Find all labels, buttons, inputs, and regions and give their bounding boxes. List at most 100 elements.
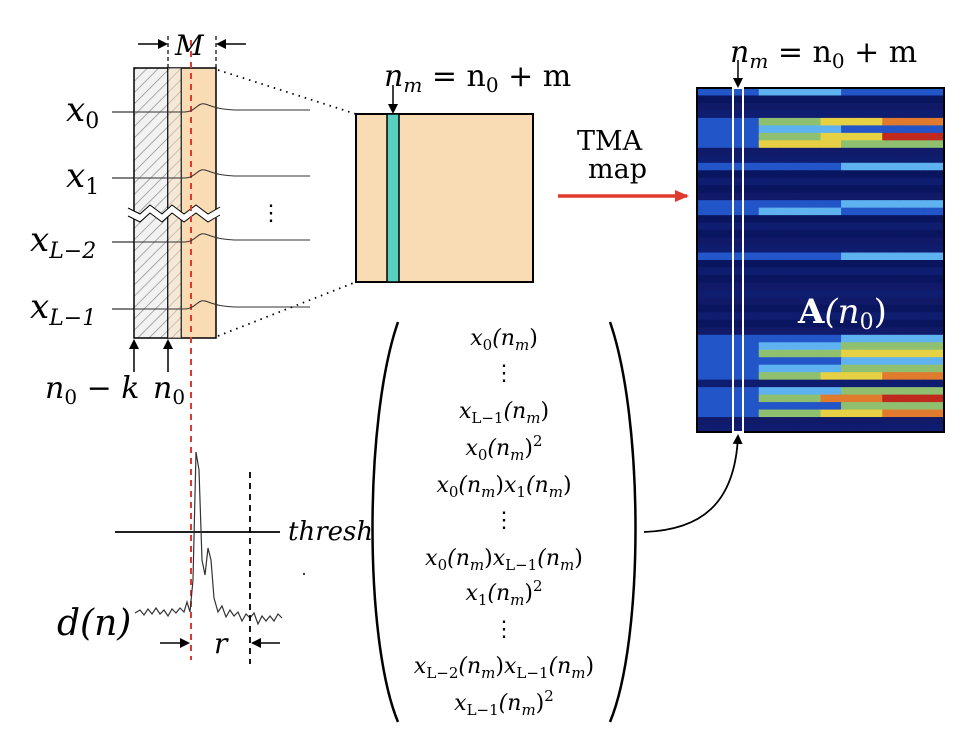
- heatmap-cell: [820, 402, 842, 411]
- heatmap-cell: [697, 200, 719, 209]
- heatmap-cell: [820, 132, 842, 141]
- heatmap-cell: [799, 364, 821, 373]
- heatmap-cell: [738, 132, 760, 141]
- heatmap-cell: [779, 409, 801, 418]
- heatmap-cell: [923, 125, 945, 134]
- heatmap-cell: [841, 342, 863, 351]
- vector-left-paren: [371, 321, 400, 723]
- heatmap-cell: [779, 274, 801, 283]
- heatmap-cell: [779, 394, 801, 403]
- heatmap-cell: [841, 185, 863, 194]
- heatmap-cell: [861, 342, 883, 351]
- heatmap-cell: [779, 312, 801, 321]
- heatmap-cell: [758, 304, 780, 313]
- heatmap-cell: [697, 409, 719, 418]
- heatmap-cell: [923, 387, 945, 396]
- heatmap-cell: [861, 185, 883, 194]
- heatmap-cell: [697, 170, 719, 179]
- heatmap-cell: [738, 357, 760, 366]
- heatmap-cell: [902, 349, 924, 358]
- heatmap-cell: [902, 200, 924, 209]
- heatmap-cell: [820, 297, 842, 306]
- heatmap-cell: [738, 222, 760, 231]
- label-x1: x1: [66, 156, 99, 200]
- heatmap-cell: [902, 95, 924, 104]
- heatmap-cell: [738, 117, 760, 126]
- heatmap-cell: [820, 372, 842, 381]
- heatmap-cell: [882, 304, 904, 313]
- heatmap-cell: [697, 192, 719, 201]
- heatmap-cell: [820, 364, 842, 373]
- heatmap-cell: [882, 267, 904, 276]
- heatmap-cell: [799, 289, 821, 298]
- heatmap-cell: [779, 424, 801, 433]
- heatmap-cell: [758, 162, 780, 171]
- heatmap-cell: [717, 379, 739, 388]
- heatmap-cell: [841, 110, 863, 119]
- heatmap-cell: [717, 387, 739, 396]
- heatmap-cell: [779, 200, 801, 209]
- heatmap-cell: [697, 252, 719, 261]
- heatmap-cell: [717, 364, 739, 373]
- heatmap-cell: [779, 387, 801, 396]
- heatmap-cell: [841, 222, 863, 231]
- heatmap-cell: [799, 222, 821, 231]
- heatmap-cell: [882, 95, 904, 104]
- heatmap-cell: [799, 409, 821, 418]
- vector-entry: x0(nm)2: [465, 432, 542, 464]
- heatmap-cell: [738, 237, 760, 246]
- heatmap-cell: [697, 312, 719, 321]
- heatmap-cell: [697, 125, 719, 134]
- heatmap-cell: [738, 349, 760, 358]
- heatmap-cell: [882, 207, 904, 216]
- heatmap-cell: [861, 327, 883, 336]
- heatmap-cell: [758, 215, 780, 224]
- heatmap-cell: [902, 110, 924, 119]
- heatmap-cell: [882, 357, 904, 366]
- heatmap-cell: [779, 215, 801, 224]
- heatmap-cell: [882, 162, 904, 171]
- heatmap-cell: [779, 88, 801, 96]
- heatmap-cell: [820, 260, 842, 268]
- heatmap-cell: [820, 409, 842, 418]
- heatmap-cell: [882, 192, 904, 201]
- break-mark: [128, 205, 220, 222]
- heatmap-cell: [799, 207, 821, 216]
- heatmap-cell: [841, 417, 863, 426]
- heatmap-cell: [841, 334, 863, 343]
- heatmap-cell: [738, 274, 760, 283]
- heatmap-cell: [717, 222, 739, 231]
- heatmap-cell: [779, 252, 801, 261]
- heatmap-cell: [841, 192, 863, 201]
- heatmap-cell: [820, 334, 842, 343]
- heatmap-cell: [923, 132, 945, 141]
- time-sample-column: [386, 113, 400, 283]
- heatmap-cell: [902, 267, 924, 276]
- heatmap-cell: [923, 110, 945, 119]
- heatmap-cell: [799, 267, 821, 276]
- heatmap-cell: [738, 177, 760, 186]
- vector-entry: x0(nm)x1(nm): [436, 473, 571, 501]
- heatmap-cell: [923, 364, 945, 373]
- heatmap-cell: [717, 185, 739, 194]
- heatmap-cell: [861, 282, 883, 291]
- heatmap-cell: [717, 357, 739, 366]
- heatmap-cell: [841, 327, 863, 336]
- heatmap-cell: [717, 327, 739, 336]
- heatmap-cell: [841, 267, 863, 276]
- heatmap-cell: [841, 215, 863, 224]
- heatmap-cell: [799, 252, 821, 261]
- heatmap-cell: [861, 260, 883, 268]
- heatmap-cell: [841, 125, 863, 134]
- heatmap-cell: [882, 334, 904, 343]
- heatmap-cell: [758, 282, 780, 291]
- heatmap-cell: [820, 274, 842, 283]
- heatmap-cell: [779, 402, 801, 411]
- r-label: r: [214, 627, 229, 660]
- heatmap-cell: [717, 170, 739, 179]
- heatmap-cell: [779, 245, 801, 254]
- heatmap-cell: [841, 95, 863, 104]
- heatmap-cell: [738, 125, 760, 134]
- heatmap-cell: [779, 349, 801, 358]
- heatmap-cell: [799, 304, 821, 313]
